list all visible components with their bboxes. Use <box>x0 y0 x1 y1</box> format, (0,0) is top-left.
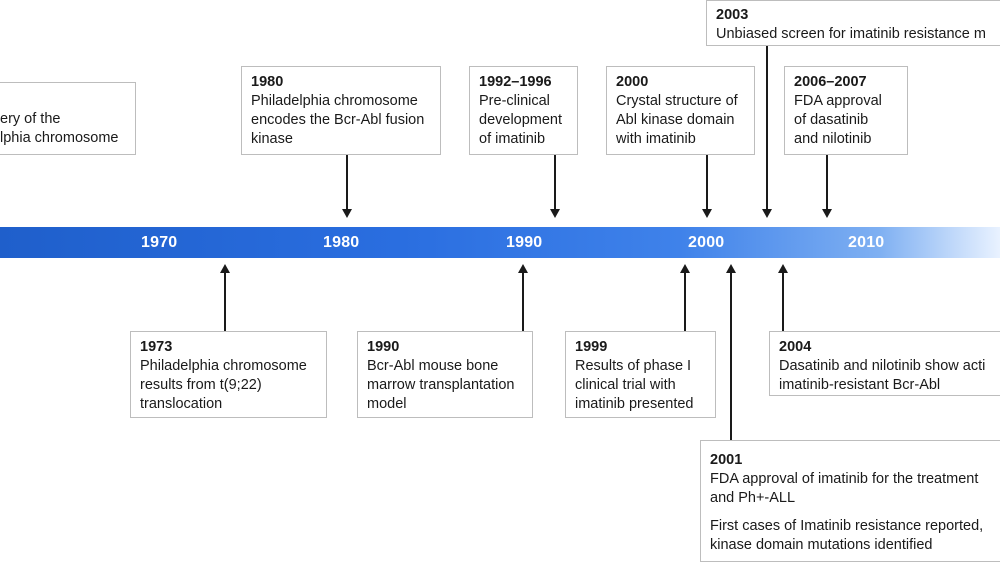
event-year: 2001 <box>710 452 743 468</box>
axis-year-2000: 2000 <box>688 234 725 251</box>
event-text: ery of the lphia chromosome <box>0 111 119 146</box>
event-year: 1973 <box>140 339 173 355</box>
event-text: Philadelphia chromosome encodes the Bcr-… <box>251 93 425 147</box>
event-year: 2006–2007 <box>794 74 867 90</box>
event-year: 2000 <box>616 74 649 90</box>
event-text: Dasatinib and nilotinib show acti imatin… <box>779 358 986 393</box>
event-year: 2003 <box>716 7 749 23</box>
event-box-1999: 1999 Results of phase I clinical trial w… <box>565 331 716 418</box>
axis-year-1970: 1970 <box>141 234 178 251</box>
timeline-band <box>0 227 1000 258</box>
axis-year-1990: 1990 <box>506 234 543 251</box>
event-box-1980: 1980 Philadelphia chromosome encodes the… <box>241 66 441 155</box>
event-text: Bcr-Abl mouse bone marrow transplantatio… <box>367 358 515 412</box>
event-box-1992-1996: 1992–1996 Pre-clinical development of im… <box>469 66 578 155</box>
event-box-1990: 1990 Bcr-Abl mouse bone marrow transplan… <box>357 331 533 418</box>
event-text: Unbiased screen for imatinib resistance … <box>716 26 986 42</box>
event-box-1973: 1973 Philadelphia chromosome results fro… <box>130 331 327 418</box>
event-text: Pre-clinical development of imatinib <box>479 93 563 147</box>
event-box-2006-2007: 2006–2007 FDA approval of dasatinib and … <box>784 66 908 155</box>
event-box-2004: 2004 Dasatinib and nilotinib show acti i… <box>769 331 1000 396</box>
axis-year-1980: 1980 <box>323 234 360 251</box>
event-text-secondary: First cases of Imatinib resistance repor… <box>710 518 984 553</box>
event-year: 1992–1996 <box>479 74 552 90</box>
event-text: FDA approval of dasatinib and nilotinib <box>794 93 882 147</box>
event-text: Results of phase I clinical trial with i… <box>575 358 694 412</box>
event-box-discovery: ery of the lphia chromosome <box>0 82 136 155</box>
event-year: 1980 <box>251 74 284 90</box>
event-text: Philadelphia chromosome results from t(9… <box>140 358 307 412</box>
event-text: Crystal structure of Abl kinase domain w… <box>616 93 738 147</box>
event-box-2003: 2003 Unbiased screen for imatinib resist… <box>706 0 1000 46</box>
event-year: 1999 <box>575 339 608 355</box>
event-box-2000: 2000 Crystal structure of Abl kinase dom… <box>606 66 755 155</box>
event-year: 1990 <box>367 339 400 355</box>
event-year: 2004 <box>779 339 812 355</box>
axis-year-2010: 2010 <box>848 234 885 251</box>
event-box-2001: 2001 FDA approval of imatinib for the tr… <box>700 440 1000 562</box>
event-text: FDA approval of imatinib for the treatme… <box>710 471 979 506</box>
